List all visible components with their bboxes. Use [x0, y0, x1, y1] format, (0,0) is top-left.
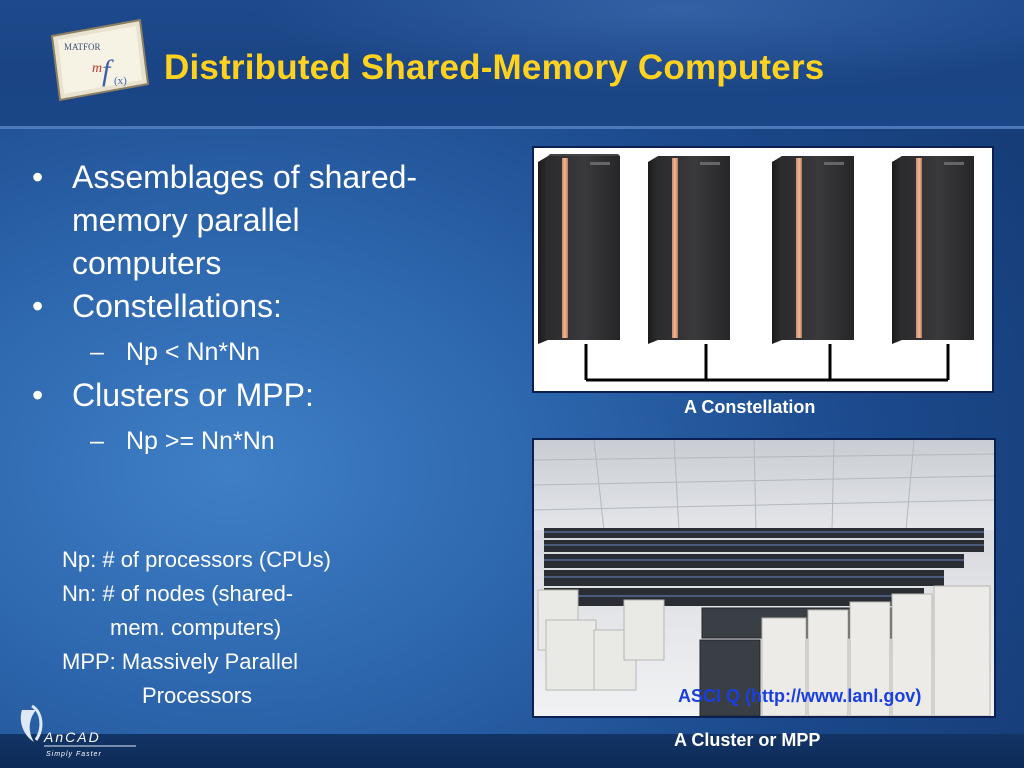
- bullet-item: • Constellations:: [32, 285, 512, 328]
- cluster-caption: A Cluster or MPP: [674, 730, 821, 750]
- note-line: Np: # of processors (CPUs): [62, 547, 331, 572]
- ancad-logo: AnCAD Simply Faster: [20, 704, 136, 758]
- sub-bullet-item: – Np < Nn*Nn: [32, 332, 512, 372]
- header-highlight: [120, 0, 1024, 128]
- cluster-image: [532, 438, 996, 718]
- rack-lights: [544, 531, 984, 597]
- sub-bullet-text: Np >= Nn*Nn: [126, 427, 275, 455]
- logo-matfor-text: MATFOR: [64, 42, 101, 52]
- title-bar: [0, 0, 1024, 129]
- sub-bullet-item: – Np >= Nn*Nn: [32, 421, 512, 461]
- bullet-dot-icon: •: [32, 377, 44, 413]
- ancad-tagline-text: Simply Faster: [46, 751, 102, 758]
- ceiling-grid: [534, 440, 994, 531]
- server-rack: [772, 156, 854, 344]
- ancad-brand-text: AnCAD: [43, 729, 101, 745]
- white-cabinets-left: [537, 589, 665, 691]
- header-divider: [0, 126, 1024, 129]
- definitions-note: Np: # of processors (CPUs) Nn: # of node…: [62, 543, 331, 713]
- dash-icon: –: [90, 427, 104, 455]
- server-rack: [892, 156, 974, 344]
- server-rack: [538, 154, 620, 344]
- constellation-image: [532, 146, 994, 393]
- slide-title: Distributed Shared-Memory Computers: [164, 48, 825, 87]
- server-racks-illustration: [538, 154, 974, 382]
- note-line: mem. computers): [110, 615, 282, 640]
- bullet-item: • Clusters or MPP:: [32, 374, 512, 417]
- constellation-caption: A Constellation: [684, 397, 816, 417]
- cluster-overlay-caption: ASCI Q (http://www.lanl.gov): [678, 686, 922, 706]
- note-line: Processors: [142, 683, 253, 708]
- matfor-logo: MATFOR m f (x): [50, 18, 150, 102]
- bullet-dot-icon: •: [32, 288, 44, 324]
- bullet-text: Constellations:: [72, 288, 282, 324]
- svg-text:m: m: [92, 61, 102, 76]
- server-rack: [648, 156, 730, 344]
- bullet-text: computers: [72, 245, 222, 281]
- sub-bullet-text: Np < Nn*Nn: [126, 338, 261, 366]
- footer-bar: [0, 734, 1024, 768]
- dash-icon: –: [90, 338, 104, 366]
- note-line: MPP: Massively Parallel: [62, 649, 298, 674]
- bullet-dot-icon: •: [32, 159, 44, 195]
- bullet-list: • Assemblages of shared- memory parallel…: [32, 156, 512, 463]
- bullet-text: Clusters or MPP:: [72, 377, 314, 413]
- white-cabinets-right: [761, 585, 991, 716]
- svg-text:(x): (x): [114, 75, 127, 87]
- note-line: Nn: # of nodes (shared-: [62, 581, 294, 606]
- interconnect-lines: [584, 344, 950, 382]
- bullet-text: Assemblages of shared-: [72, 159, 418, 195]
- datacenter-illustration: [534, 440, 994, 716]
- bullet-item: • Assemblages of shared- memory parallel…: [32, 156, 512, 285]
- bullet-text: memory parallel: [72, 202, 300, 238]
